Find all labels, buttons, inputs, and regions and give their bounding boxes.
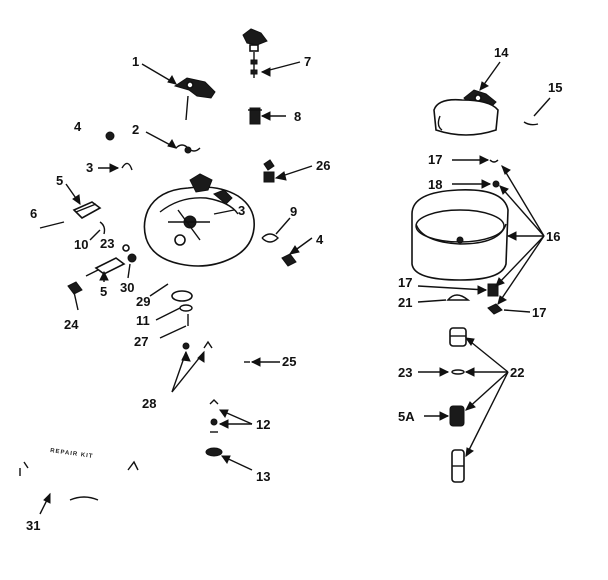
label-31: 31 — [26, 518, 40, 533]
label-5-upper: 5 — [56, 173, 63, 188]
label-18: 18 — [428, 177, 442, 192]
part-18-pin — [492, 180, 500, 188]
label-17-middle: 17 — [398, 275, 412, 290]
part-31-repair-kit: REPAIR KIT — [19, 448, 139, 501]
label-4-upper: 4 — [74, 119, 82, 134]
part-10-washer — [99, 221, 106, 235]
float-bowl-top — [433, 98, 499, 136]
part-29-washer — [171, 290, 193, 302]
label-21: 21 — [398, 295, 412, 310]
label-8: 8 — [294, 109, 301, 124]
label-24: 24 — [64, 317, 79, 332]
label-29: 29 — [136, 294, 150, 309]
part-17-clip-lower — [487, 303, 503, 315]
part-21-gasket — [446, 294, 471, 301]
label-5A: 5A — [398, 409, 415, 424]
label-14: 14 — [494, 45, 509, 60]
part-5-screw — [72, 201, 102, 219]
repair-kit-text: REPAIR KIT — [50, 448, 94, 460]
label-9: 9 — [290, 204, 297, 219]
part-1-throttle-lever — [173, 77, 216, 121]
part-11-ring — [179, 304, 193, 312]
label-27: 27 — [134, 334, 148, 349]
label-28: 28 — [142, 396, 156, 411]
part-8-needle — [248, 107, 262, 125]
part-13-plug — [205, 447, 223, 457]
label-22: 22 — [510, 365, 524, 380]
float-bowl — [411, 189, 509, 281]
part-24-nut — [67, 281, 83, 295]
label-11: 11 — [136, 313, 150, 328]
label-6: 6 — [30, 206, 37, 221]
label-17-upper: 17 — [428, 152, 442, 167]
part-4-ball — [105, 131, 115, 141]
label-13: 13 — [256, 469, 270, 484]
label-5-lower: 5 — [100, 284, 107, 299]
part-12-parts — [209, 399, 219, 433]
label-4-lower: 4 — [316, 232, 324, 247]
label-3-body: 3 — [238, 203, 245, 218]
part-23-ball — [122, 244, 130, 252]
label-23-left: 23 — [100, 236, 114, 251]
carburetor-body — [143, 173, 255, 267]
part-9-spring — [261, 233, 279, 243]
part-3-gasket — [121, 162, 133, 171]
part-28-parts — [182, 340, 213, 350]
part-17-nut — [487, 283, 499, 297]
label-7: 7 — [304, 54, 311, 69]
label-25: 25 — [282, 354, 296, 369]
label-30: 30 — [120, 280, 134, 295]
label-15: 15 — [548, 80, 562, 95]
label-10: 10 — [74, 237, 88, 252]
label-1: 1 — [132, 54, 139, 69]
label-23-right: 23 — [398, 365, 412, 380]
part-15-pin — [523, 121, 539, 126]
part-26-fitting — [263, 159, 275, 183]
part-7-fuel-fitting — [242, 28, 268, 78]
label-16: 16 — [546, 229, 560, 244]
part-4-plug — [281, 253, 297, 267]
leader-lines — [39, 61, 551, 515]
part-22-main-nozzle — [449, 327, 467, 483]
label-17-lower: 17 — [532, 305, 546, 320]
label-2: 2 — [132, 122, 139, 137]
part-17-clip-upper — [489, 159, 499, 163]
label-12: 12 — [256, 417, 270, 432]
part-6-pin — [39, 221, 65, 229]
part-2-spring — [175, 144, 201, 154]
label-26: 26 — [316, 158, 330, 173]
part-5-needle-valve — [85, 253, 137, 277]
label-3: 3 — [86, 160, 93, 175]
callout-labels: 1 7 8 4 2 3 26 5 6 3 9 10 23 4 30 29 5 2… — [26, 45, 562, 533]
